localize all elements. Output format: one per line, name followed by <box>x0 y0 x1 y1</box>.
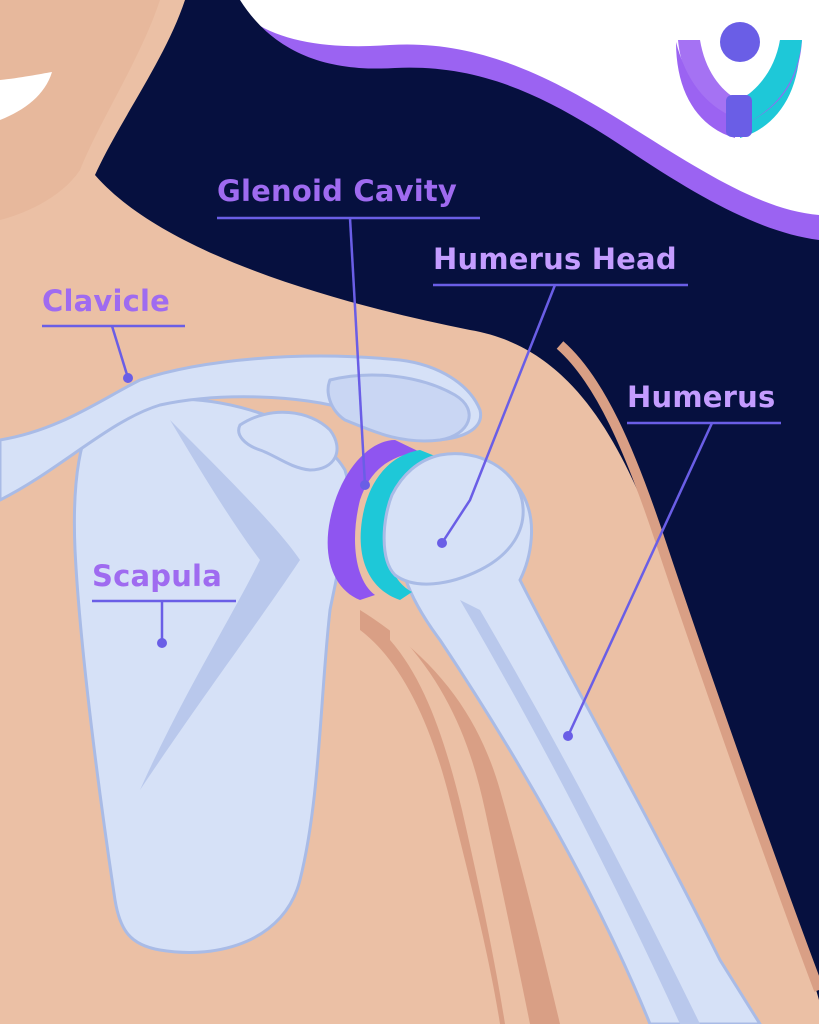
label-glenoid-cavity: Glenoid Cavity <box>217 174 458 208</box>
clavicle-dot <box>123 373 133 383</box>
scapula-dot <box>157 638 167 648</box>
chin <box>0 72 52 120</box>
armpit-crease <box>360 610 560 1024</box>
humerus-head-shape <box>382 452 525 586</box>
humerus-head-dot <box>437 538 447 548</box>
brand-logo-icon <box>676 22 802 138</box>
scapula-ridge <box>140 420 300 790</box>
humerus-dot <box>563 731 573 741</box>
humerus-shade <box>460 600 700 1024</box>
label-humerus-head: Humerus Head <box>433 242 677 276</box>
neck-shadow <box>0 0 160 220</box>
label-clavicle: Clavicle <box>42 284 171 318</box>
label-humerus: Humerus <box>627 380 776 414</box>
armpit-inner <box>390 625 530 1024</box>
humerus-leader <box>566 422 714 737</box>
clavicle-leader <box>110 325 130 379</box>
acromion <box>326 373 471 443</box>
glenoid-leader <box>348 217 367 486</box>
glenoid-cavity-shape <box>327 440 420 600</box>
humerus-head-cartilage <box>360 450 440 600</box>
coracoid <box>237 410 339 472</box>
label-scapula: Scapula <box>92 559 222 593</box>
humerus-head-leader <box>440 284 557 544</box>
leader-lines <box>42 216 781 737</box>
glenoid-dot <box>360 480 370 490</box>
leader-dots <box>123 373 573 741</box>
arm-shadow <box>556 341 819 992</box>
